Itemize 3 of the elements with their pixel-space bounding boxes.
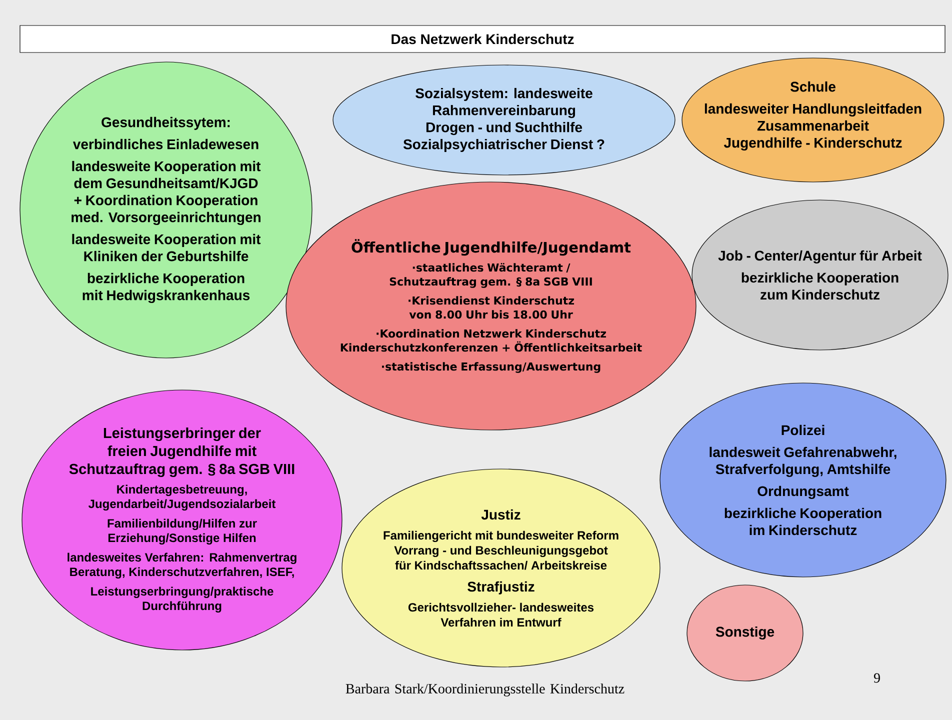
page-number: 9 xyxy=(874,673,880,683)
title-box: Das Netzwerk Kinderschutz xyxy=(20,25,946,53)
footer-text: Barbara Stark/Koordinierungsstelle Kinderschutz xyxy=(346,684,624,696)
